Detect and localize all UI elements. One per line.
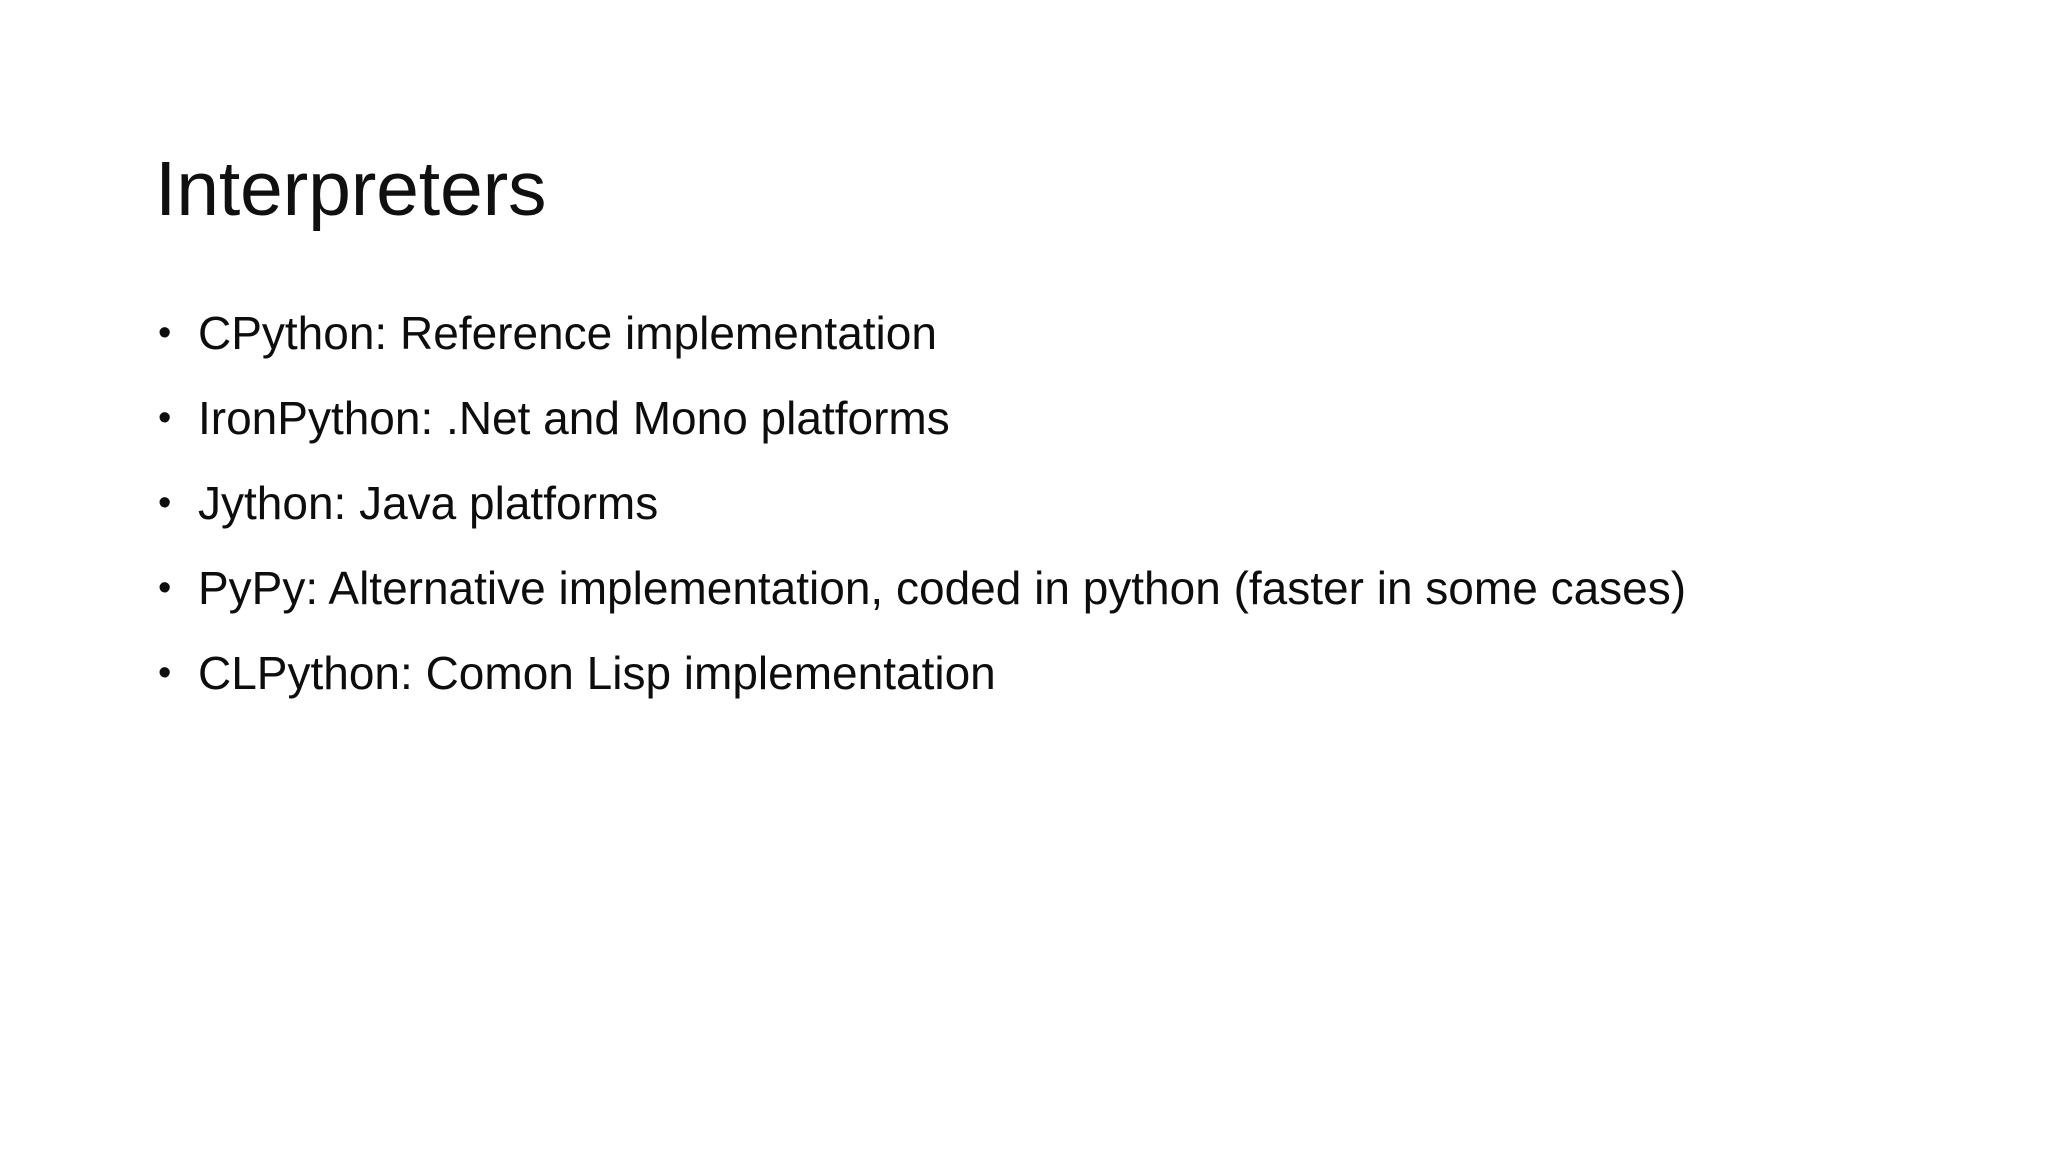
list-item-label: IronPython: .Net and Mono platforms bbox=[198, 392, 950, 444]
list-item[interactable]: • CPython: Reference implementation bbox=[156, 300, 1886, 366]
bullet-dot-icon: • bbox=[158, 567, 172, 609]
list-item[interactable]: • Jython: Java platforms bbox=[156, 470, 1886, 536]
list-item[interactable]: • PyPy: Alternative implementation, code… bbox=[156, 555, 1886, 621]
bullet-dot-icon: • bbox=[158, 482, 172, 524]
bullet-dot-icon: • bbox=[158, 397, 172, 439]
list-item-label: CLPython: Comon Lisp implementation bbox=[198, 647, 996, 699]
page-title: Interpreters bbox=[155, 145, 547, 232]
bullet-dot-icon: • bbox=[158, 652, 172, 694]
bullet-dot-icon: • bbox=[158, 312, 172, 354]
list-item[interactable]: • IronPython: .Net and Mono platforms bbox=[156, 385, 1886, 451]
list-item-label: Jython: Java platforms bbox=[198, 477, 659, 529]
list-item-label: CPython: Reference implementation bbox=[198, 307, 937, 359]
list-item[interactable]: • CLPython: Comon Lisp implementation bbox=[156, 640, 1886, 706]
list-item-label: PyPy: Alternative implementation, coded … bbox=[198, 562, 1687, 614]
bullet-list: • CPython: Reference implementation • Ir… bbox=[156, 300, 1886, 725]
